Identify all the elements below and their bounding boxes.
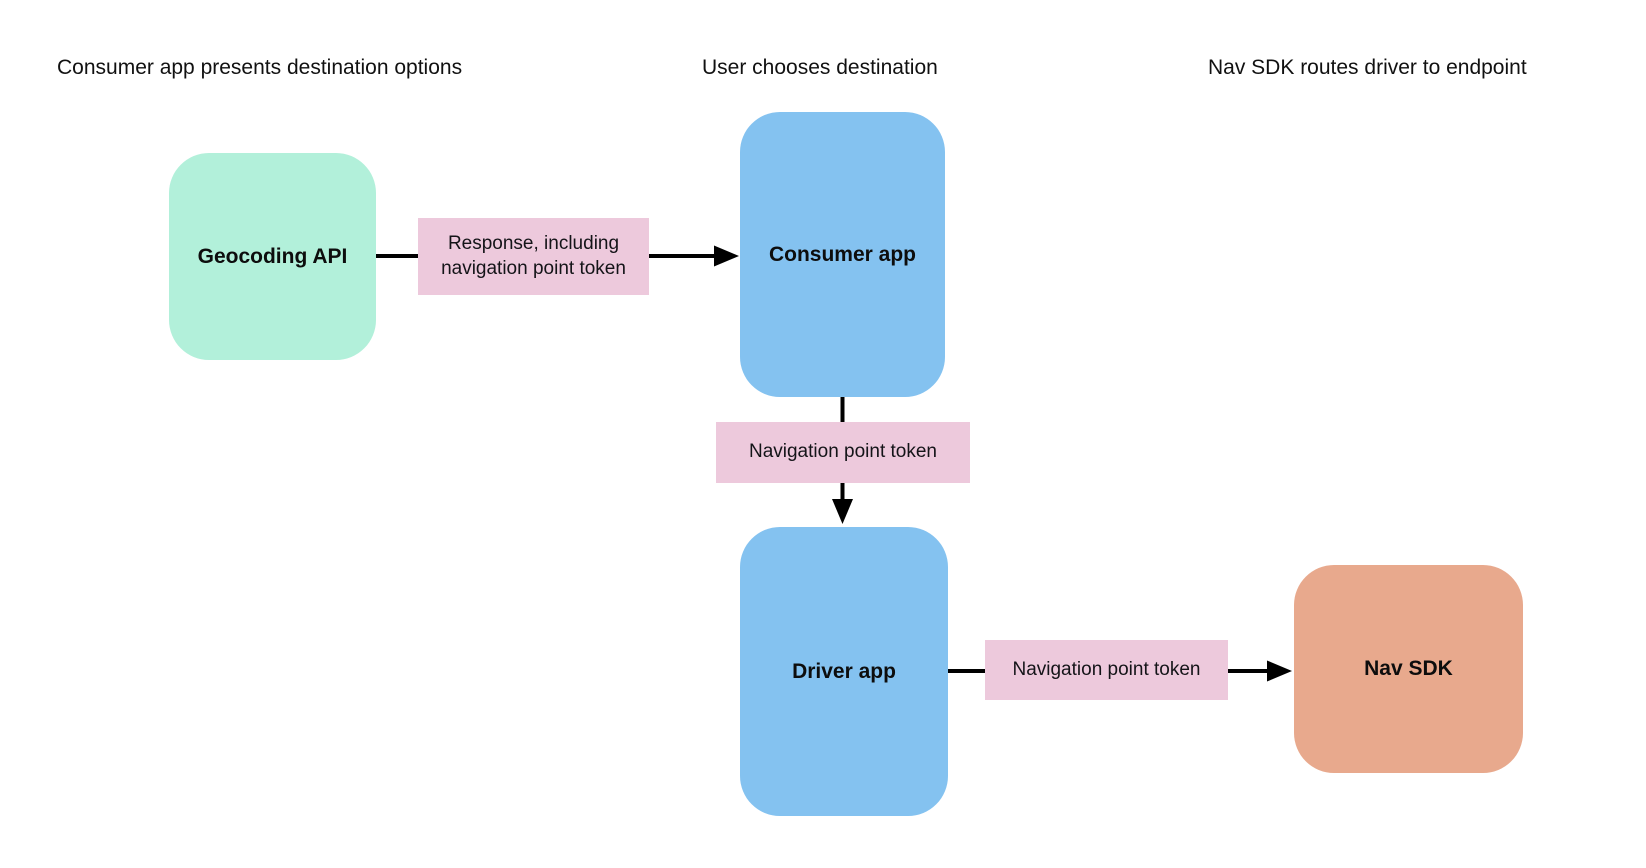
edge-label-navigation-point-token-consumer-to-driver: Navigation point token bbox=[716, 422, 970, 483]
arrowhead-into-consumer-app bbox=[714, 245, 739, 267]
node-driver-app: Driver app bbox=[740, 527, 948, 816]
lane-header-user-chooses-destination: User chooses destination bbox=[702, 56, 938, 79]
edge-label-navigation-point-token-driver-to-navsdk: Navigation point token bbox=[985, 640, 1228, 700]
node-geocoding-api-label: Geocoding API bbox=[197, 244, 348, 268]
node-driver-app-label: Driver app bbox=[792, 659, 896, 683]
node-geocoding-api: Geocoding API bbox=[169, 153, 376, 360]
node-consumer-app-label: Consumer app bbox=[768, 242, 917, 266]
node-nav-sdk: Nav SDK bbox=[1294, 565, 1523, 773]
arrowhead-into-driver-app bbox=[832, 499, 853, 524]
edge-label-response-including-navigation-point-token: Response, including navigation point tok… bbox=[418, 218, 649, 295]
lane-header-nav-sdk-routes: Nav SDK routes driver to endpoint bbox=[1208, 56, 1527, 79]
lane-header-consumer-app-presents: Consumer app presents destination option… bbox=[57, 56, 463, 79]
node-nav-sdk-label: Nav SDK bbox=[1364, 657, 1453, 680]
node-consumer-app: Consumer app bbox=[740, 112, 945, 397]
arrowhead-into-nav-sdk bbox=[1267, 660, 1292, 682]
